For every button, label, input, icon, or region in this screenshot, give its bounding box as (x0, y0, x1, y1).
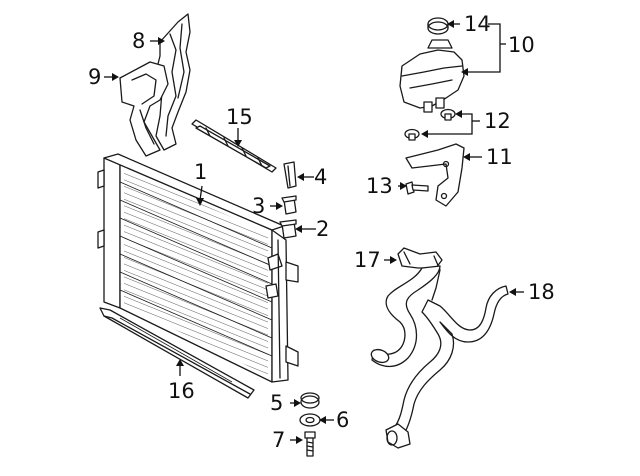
callout-17: 17 (354, 248, 381, 272)
clip-2 (279, 219, 297, 239)
clip-3 (281, 195, 297, 215)
callout-13: 13 (366, 174, 393, 198)
callout-16: 16 (168, 379, 195, 403)
clip-4 (283, 161, 297, 189)
callout-10: 10 (508, 33, 535, 57)
upper-air-guide-left (119, 61, 169, 157)
callout-labels: 1 2 3 4 5 6 7 8 9 10 11 12 13 14 15 16 1… (88, 12, 555, 452)
callout-2: 2 (316, 217, 329, 241)
lower-air-guide (99, 307, 255, 399)
bolt (304, 431, 316, 457)
tank-grommets (404, 108, 456, 141)
callout-6: 6 (336, 408, 349, 432)
bracket-bolt (405, 181, 429, 195)
callout-4: 4 (314, 165, 327, 189)
callout-7: 7 (272, 428, 285, 452)
callout-1: 1 (194, 160, 207, 184)
expansion-tank (399, 39, 465, 113)
washer (299, 413, 321, 427)
mount-bushing (300, 392, 320, 409)
upper-hose (370, 247, 443, 368)
callout-11: 11 (486, 145, 513, 169)
callout-9: 9 (88, 65, 101, 89)
callout-12: 12 (484, 109, 511, 133)
filler-cap (427, 17, 449, 35)
callout-5: 5 (270, 391, 283, 415)
callout-15: 15 (226, 105, 253, 129)
callout-8: 8 (132, 29, 145, 53)
callout-14: 14 (464, 12, 491, 36)
leader-lines (104, 20, 524, 444)
callout-18: 18 (528, 280, 555, 304)
lower-hose (385, 285, 509, 449)
seal-strip (191, 119, 277, 173)
radiator (97, 153, 299, 383)
tank-bracket (405, 143, 465, 207)
callout-3: 3 (252, 194, 265, 218)
